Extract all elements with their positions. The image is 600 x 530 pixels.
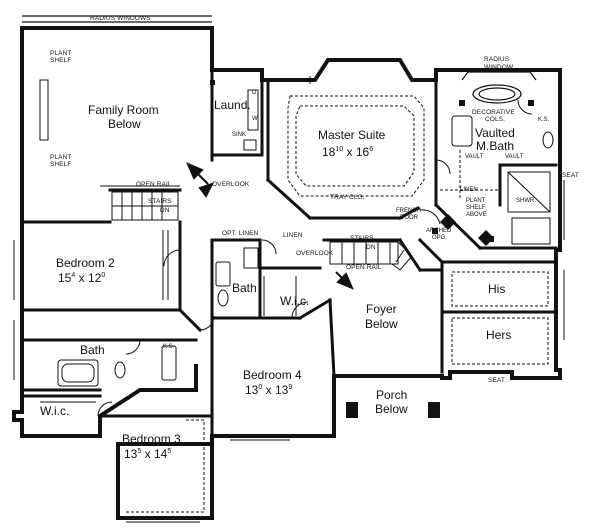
- radius-window-bay: [22, 16, 536, 103]
- plant-shelf-above-note-3: ABOVE: [466, 212, 487, 218]
- his-closet-label: His: [488, 282, 506, 296]
- bedroom-2-label: Bedroom 2: [56, 256, 115, 270]
- down-note-left: DN: [160, 207, 170, 214]
- open-rail-note-center: OPEN RAIL: [346, 264, 382, 271]
- porch-sublabel: Below: [375, 402, 408, 416]
- plant-shelf-note-upper-2: SHELF: [50, 57, 72, 64]
- laundry-label: Laund.: [214, 98, 251, 112]
- arched-opening-note: ARCHED: [426, 228, 452, 234]
- plant-shelf-note-lower-2: SHELF: [50, 161, 72, 168]
- master-suite-label: Master Suite: [318, 128, 386, 142]
- plant-shelf-note-upper: PLANT: [50, 50, 72, 57]
- arched-opening-note-2: OPG.: [432, 235, 448, 241]
- seat-note-bottom: SEAT: [488, 377, 505, 384]
- exterior-walls: [14, 28, 560, 518]
- bedroom-4-dimensions: 130 x 139: [245, 383, 293, 397]
- master-bath-ks-note: K.S.: [538, 117, 550, 123]
- family-room-sublabel: Below: [108, 117, 141, 131]
- walk-in-closet-center-label: W.i.c.: [280, 294, 310, 308]
- plant-shelf-above-note-2: SHELF: [466, 205, 486, 211]
- bedroom-3-dimensions: 135 x 145: [124, 447, 172, 461]
- stairs-note-center: STAIRS: [350, 235, 374, 242]
- stairs-note-left: STAIRS: [148, 198, 172, 205]
- bath-left-label: Bath: [80, 343, 105, 357]
- decorative-cols-note: DECORATIVE: [472, 109, 515, 116]
- optional-linen-note: OPT. LINEN: [222, 230, 259, 237]
- decorative-cols-note-2: COLS.: [485, 116, 506, 123]
- seat-note-right: SEAT: [562, 172, 579, 179]
- fixtures: [58, 116, 553, 386]
- bedroom-2-dimensions: 154 x 120: [58, 271, 106, 285]
- radius-window-note-2: WINDOW: [484, 64, 514, 71]
- windows: [14, 76, 564, 522]
- sink-note: SINK: [232, 132, 247, 138]
- overlook-arrows: [188, 164, 352, 288]
- linen-note-center: LINEN: [283, 232, 303, 239]
- closet-details: [40, 80, 296, 402]
- ks-note-left: K.S.: [163, 344, 175, 350]
- foyer-label: Foyer: [366, 302, 397, 316]
- walk-in-closet-left-label: W.i.c.: [40, 404, 70, 418]
- radius-window-note: RADIUS: [484, 56, 510, 63]
- bath-top-label: Bath: [232, 281, 257, 295]
- vault-note-left: VAULT: [465, 154, 484, 160]
- decorative-columns: [210, 80, 534, 418]
- french-door-note-2: DOOR: [400, 215, 418, 221]
- washer-note: W: [252, 116, 258, 122]
- plant-shelf-note-lower: PLANT: [50, 154, 72, 161]
- porch-label: Porch: [376, 388, 408, 402]
- hers-closet-label: Hers: [486, 328, 512, 342]
- stairs-center: [330, 242, 412, 270]
- open-rail-note-left: OPEN RAIL: [136, 181, 172, 188]
- down-note-center: DN: [366, 244, 376, 251]
- french-door-note: FRENCH: [396, 208, 421, 214]
- interior-walls: [22, 28, 556, 436]
- door-swings: [98, 100, 532, 416]
- foyer-sublabel: Below: [365, 317, 398, 331]
- dashed-details: [124, 150, 548, 512]
- vaulted-bath-label-2: M.Bath: [476, 139, 515, 153]
- stairs-left: [100, 186, 180, 220]
- tray-ceiling-note: TRAY CLG.: [330, 194, 365, 201]
- dryer-note: D: [252, 90, 257, 96]
- shower-note: SHWR.: [516, 198, 536, 204]
- vaulted-bath-label: Vaulted: [475, 126, 515, 140]
- vault-note-right: VAULT: [505, 154, 524, 160]
- overlook-note-left: OVERLOOK: [212, 181, 250, 188]
- tray-ceiling-outline: [288, 96, 424, 196]
- master-suite-dimensions: 1810 x 166: [322, 145, 374, 159]
- bedroom-4-label: Bedroom 4: [243, 368, 302, 382]
- linen-note-right: LINEN: [460, 187, 478, 193]
- bedroom-3-label: Bedroom 3: [122, 432, 181, 446]
- radius-windows-note: RADIUS WINDOWS: [90, 15, 151, 22]
- overlook-note-center: OVERLOOK: [296, 250, 334, 257]
- family-room-label: Family Room: [88, 103, 159, 117]
- plant-shelf-above-note: PLANT: [466, 198, 486, 204]
